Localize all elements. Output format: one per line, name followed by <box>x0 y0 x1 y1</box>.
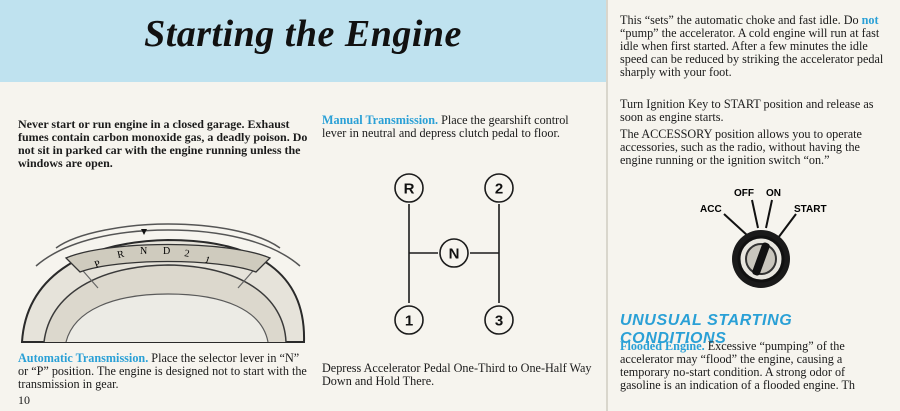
title-banner <box>0 0 606 82</box>
ignition-on-label: ON <box>766 188 781 199</box>
gear-1-label: 1 <box>405 313 413 330</box>
ignition-off-label: OFF <box>734 188 754 199</box>
page-number: 10 <box>18 393 30 407</box>
gear-r-label: R <box>404 181 415 198</box>
gear-3-label: 3 <box>495 313 503 330</box>
choke-text-b: “pump” the accelerator. A cold engine wi… <box>620 26 884 79</box>
selector-letter-1: 1 <box>203 254 211 266</box>
gear-2-label: 2 <box>495 181 503 198</box>
ignition-start-label: START <box>794 204 827 215</box>
automatic-transmission-paragraph: Automatic Transmission. Place the select… <box>18 352 308 391</box>
accessory-paragraph: The ACCESSORY position allows you to ope… <box>620 127 862 167</box>
manual-transmission-heading: Manual Transmission. <box>322 113 439 127</box>
page-gutter <box>606 0 608 411</box>
selector-pointer-icon <box>141 229 147 235</box>
selector-letter-n: N <box>140 246 147 257</box>
automatic-transmission-heading: Automatic Transmission. <box>18 351 149 365</box>
manual-transmission-paragraph: Manual Transmission. Place the gearshift… <box>322 114 592 140</box>
flooded-engine-paragraph: Flooded Engine. Excessive “pumping” of t… <box>620 340 888 392</box>
flooded-engine-heading: Flooded Engine. <box>620 339 705 353</box>
flooded-engine-text: Excessive “pumping” of the accelerator m… <box>620 339 856 392</box>
selector-letter-p: P <box>93 258 103 270</box>
manual-transmission-text: Place the gearshift control lever in neu… <box>322 113 569 140</box>
key-slot-icon <box>752 242 770 276</box>
page-title: Starting the Engine <box>144 13 462 55</box>
ignition-acc-label: ACC <box>700 204 722 215</box>
gear-n-label: N <box>449 246 460 263</box>
selector-letter-2: 2 <box>183 248 190 260</box>
choke-paragraph: This “sets” the automatic choke and fast… <box>620 14 888 79</box>
garage-warning: Never start or run engine in a closed ga… <box>18 117 308 170</box>
ignition-start-paragraph: Turn Ignition Key to START position and … <box>620 97 874 124</box>
section-heading: UNUSUAL STARTING CONDITIONS <box>620 312 793 347</box>
shift-pattern-diagram: R 2 N 1 3 <box>394 173 514 335</box>
not-emphasis: not <box>861 13 879 27</box>
automatic-selector-illustration: P R N D 2 1 <box>20 223 306 343</box>
automatic-transmission-text: Place the selector lever in “N” or “P” p… <box>18 351 307 391</box>
choke-text-a: This “sets” the automatic choke and fast… <box>620 13 862 27</box>
selector-letter-r: R <box>116 249 125 261</box>
selector-letter-d: D <box>163 246 170 257</box>
ignition-switch-illustration: ACC OFF ON START <box>700 188 827 288</box>
accelerator-instruction: Depress Accelerator Pedal One-Third to O… <box>322 361 592 388</box>
